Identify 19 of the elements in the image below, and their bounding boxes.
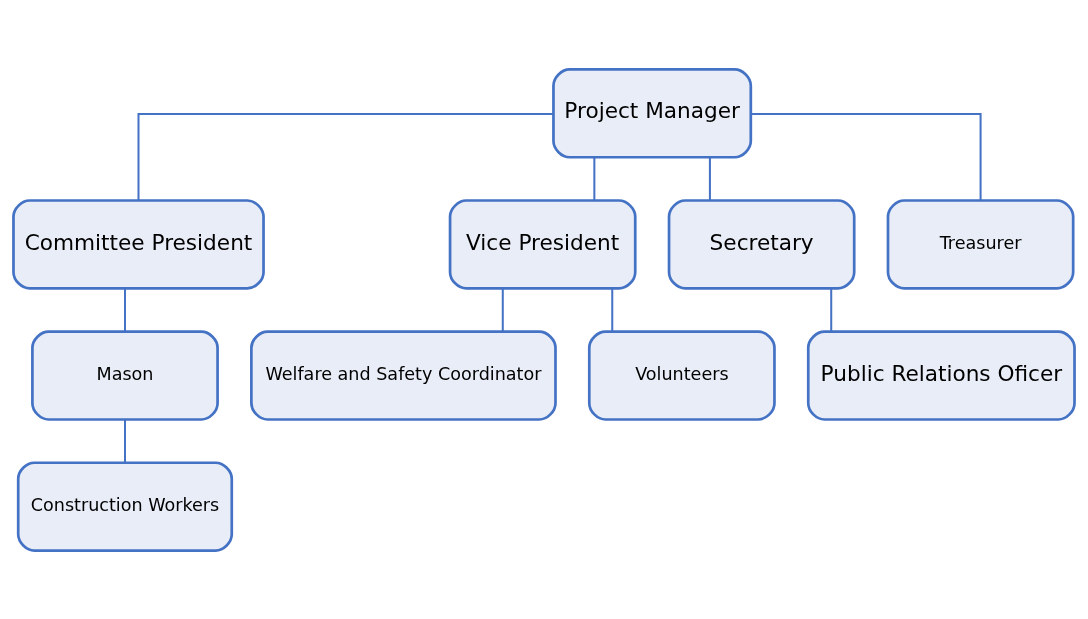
connector (123, 287, 126, 331)
connector (137, 112, 554, 200)
node-box: Mason (31, 329, 219, 421)
connector (501, 287, 504, 331)
node-box: Welfare and Safety Coordinator (250, 329, 557, 421)
node-box: Volunteers (587, 329, 776, 421)
node-box: Construction Workers (16, 460, 234, 552)
node-box: Project Manager (552, 67, 753, 159)
connector (123, 419, 126, 463)
node-box: Treasurer (886, 198, 1075, 290)
connector (593, 156, 596, 200)
connector (830, 287, 833, 331)
connector (708, 156, 711, 200)
connector (611, 287, 614, 331)
connector (751, 112, 982, 200)
node-box: Public Relations Oficer (806, 329, 1076, 421)
node-box: Secretary (667, 198, 856, 290)
node-box: Committee President (12, 198, 265, 290)
node-box: Vice President (448, 198, 637, 290)
